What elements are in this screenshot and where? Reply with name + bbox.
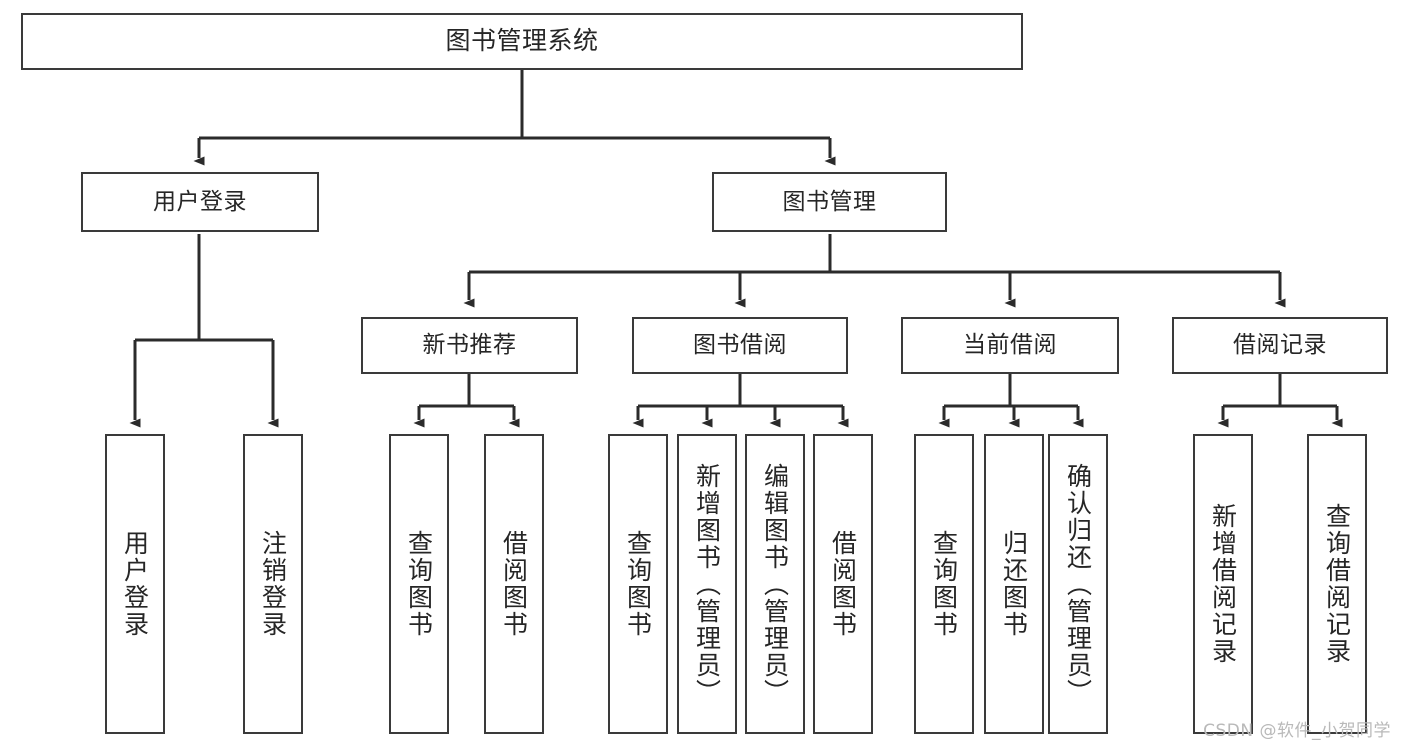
node-book-borrow-label: 图书借阅: [693, 332, 787, 359]
node-leaf-user-login[interactable]: 用户登录: [105, 434, 165, 734]
node-new-book-recommend[interactable]: 新书推荐: [361, 317, 578, 374]
node-leaf-borrow-book-label: 借阅图书: [828, 530, 858, 638]
node-leaf-logout[interactable]: 注销登录: [243, 434, 303, 734]
node-leaf-borrow-book[interactable]: 借阅图书: [813, 434, 873, 734]
node-leaf-add-book-label: 新增图书（管理员）: [692, 462, 722, 706]
node-leaf-query-book-borrow[interactable]: 查询图书: [608, 434, 668, 734]
node-leaf-logout-label: 注销登录: [258, 530, 288, 638]
node-leaf-borrow-book-new[interactable]: 借阅图书: [484, 434, 544, 734]
node-borrow-record-label: 借阅记录: [1233, 332, 1327, 359]
node-leaf-add-book[interactable]: 新增图书（管理员）: [677, 434, 737, 734]
node-leaf-query-book-borrow-label: 查询图书: [623, 530, 653, 638]
node-leaf-confirm-return[interactable]: 确认归还（管理员）: [1048, 434, 1108, 734]
node-leaf-query-borrow-record[interactable]: 查询借阅记录: [1307, 434, 1367, 734]
node-leaf-query-book-current[interactable]: 查询图书: [914, 434, 974, 734]
node-book-manage[interactable]: 图书管理: [712, 172, 947, 232]
node-leaf-return-book[interactable]: 归还图书: [984, 434, 1044, 734]
node-current-borrow-label: 当前借阅: [963, 332, 1057, 359]
node-leaf-query-borrow-record-label: 查询借阅记录: [1322, 503, 1352, 665]
node-leaf-edit-book-label: 编辑图书（管理员）: [760, 462, 790, 706]
node-leaf-query-book-new-label: 查询图书: [404, 530, 434, 638]
node-leaf-edit-book[interactable]: 编辑图书（管理员）: [745, 434, 805, 734]
node-root[interactable]: 图书管理系统: [21, 13, 1023, 70]
node-leaf-add-borrow-record[interactable]: 新增借阅记录: [1193, 434, 1253, 734]
node-leaf-confirm-return-label: 确认归还（管理员）: [1063, 462, 1093, 706]
node-leaf-user-login-label: 用户登录: [120, 530, 150, 638]
node-leaf-return-book-label: 归还图书: [999, 530, 1029, 638]
node-user-login[interactable]: 用户登录: [81, 172, 319, 232]
node-leaf-query-book-current-label: 查询图书: [929, 530, 959, 638]
node-user-login-label: 用户登录: [153, 188, 247, 215]
node-borrow-record[interactable]: 借阅记录: [1172, 317, 1388, 374]
node-leaf-borrow-book-new-label: 借阅图书: [499, 530, 529, 638]
node-leaf-query-book-new[interactable]: 查询图书: [389, 434, 449, 734]
node-book-borrow[interactable]: 图书借阅: [632, 317, 848, 374]
node-book-manage-label: 图书管理: [782, 188, 877, 215]
node-root-label: 图书管理系统: [445, 26, 599, 56]
node-new-book-recommend-label: 新书推荐: [422, 332, 517, 359]
node-current-borrow[interactable]: 当前借阅: [901, 317, 1119, 374]
node-leaf-add-borrow-record-label: 新增借阅记录: [1208, 503, 1238, 665]
